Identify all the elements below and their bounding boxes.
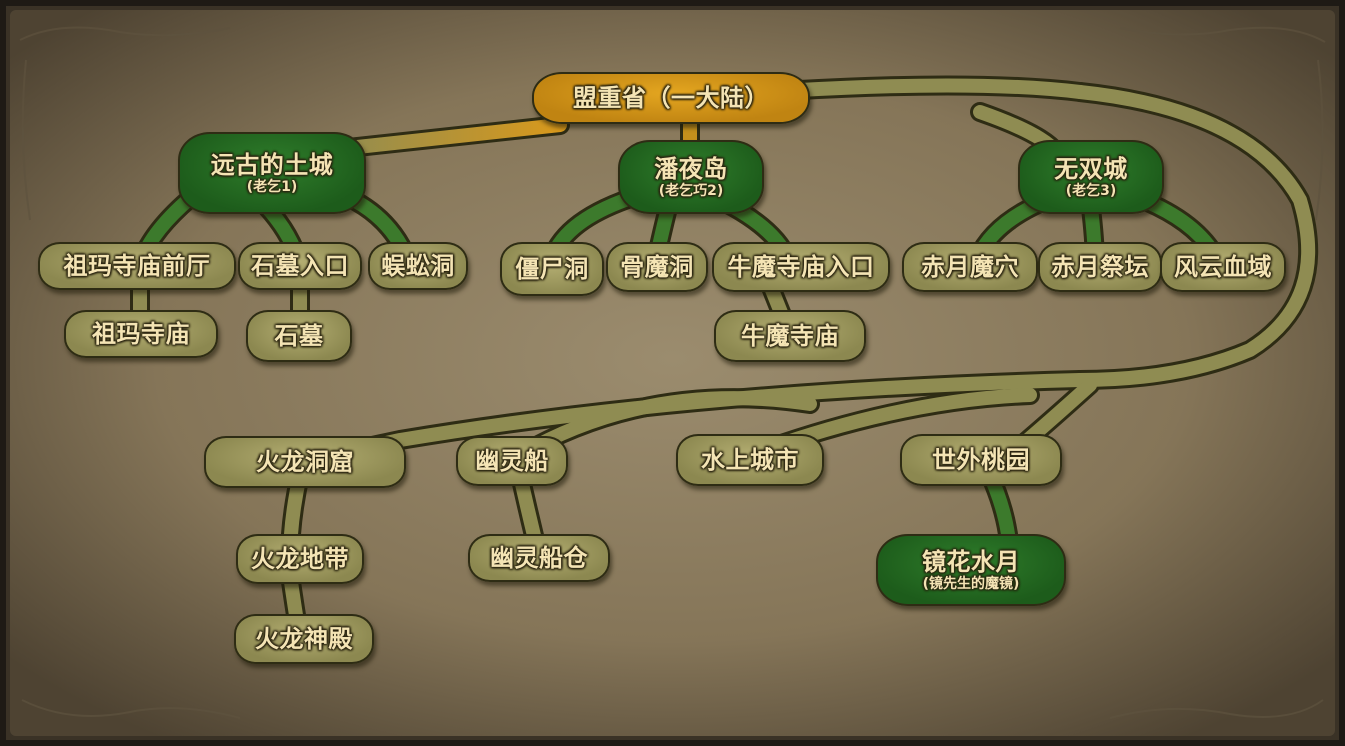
- node-chiyue-altar[interactable]: 赤月祭坛: [1038, 242, 1162, 292]
- node-zuma-hall[interactable]: 祖玛寺庙前厅: [38, 242, 236, 290]
- node-wushuang[interactable]: 无双城 (老乞3): [1018, 140, 1164, 214]
- node-zuma[interactable]: 祖玛寺庙: [64, 310, 218, 358]
- node-title: 石墓: [274, 322, 324, 350]
- node-subtitle: (老乞1): [246, 179, 298, 195]
- node-mengzhong[interactable]: 盟重省（一大陆）: [532, 72, 810, 124]
- node-title: 火龙地带: [251, 545, 349, 573]
- node-title: 牛魔寺庙: [741, 322, 839, 350]
- node-title: 骨魔洞: [620, 253, 694, 281]
- node-niumo-gate[interactable]: 牛魔寺庙入口: [712, 242, 890, 292]
- node-ghost-ship[interactable]: 幽灵船: [456, 436, 568, 486]
- node-title: 水上城市: [701, 446, 799, 474]
- node-bone[interactable]: 骨魔洞: [606, 242, 708, 292]
- node-subtitle: (老乞巧2): [658, 183, 724, 199]
- node-huolong-cave[interactable]: 火龙洞窟: [204, 436, 406, 488]
- node-title: 幽灵船: [475, 447, 549, 475]
- node-title: 赤月魔穴: [921, 253, 1019, 281]
- node-ghost-hold[interactable]: 幽灵船仓: [468, 534, 610, 582]
- node-title: 赤月祭坛: [1051, 253, 1149, 281]
- node-tucheng[interactable]: 远古的土城 (老乞1): [178, 132, 366, 214]
- node-taoyuan[interactable]: 世外桃园: [900, 434, 1062, 486]
- node-title: 镜花水月: [922, 548, 1020, 576]
- corner-ornaments: [19, 26, 1326, 719]
- node-title: 世外桃园: [932, 446, 1030, 474]
- node-chiyue-cave[interactable]: 赤月魔穴: [902, 242, 1038, 292]
- node-title: 蜈蚣洞: [381, 252, 455, 280]
- node-panye[interactable]: 潘夜岛 (老乞巧2): [618, 140, 764, 214]
- node-title: 僵尸洞: [515, 255, 589, 283]
- node-zombie[interactable]: 僵尸洞: [500, 242, 604, 296]
- node-title: 祖玛寺庙前厅: [63, 252, 211, 280]
- node-title: 火龙神殿: [255, 625, 353, 653]
- node-title: 潘夜岛: [654, 155, 728, 183]
- node-title: 火龙洞窟: [256, 448, 354, 476]
- node-huolong-zone[interactable]: 火龙地带: [236, 534, 364, 584]
- node-title: 幽灵船仓: [490, 544, 588, 572]
- node-title: 无双城: [1054, 155, 1128, 183]
- node-title: 风云血域: [1174, 253, 1272, 281]
- node-water-city[interactable]: 水上城市: [676, 434, 824, 486]
- node-subtitle: (老乞3): [1065, 183, 1117, 199]
- node-title: 祖玛寺庙: [92, 320, 190, 348]
- node-huolong-temple[interactable]: 火龙神殿: [234, 614, 374, 664]
- node-shimu[interactable]: 石墓: [246, 310, 352, 362]
- node-mirror[interactable]: 镜花水月 (镜先生的魔镜): [876, 534, 1066, 606]
- node-title: 牛魔寺庙入口: [727, 253, 875, 281]
- node-centipede[interactable]: 蜈蚣洞: [368, 242, 468, 290]
- node-title: 石墓入口: [251, 252, 349, 280]
- node-niumo[interactable]: 牛魔寺庙: [714, 310, 866, 362]
- node-subtitle: (镜先生的魔镜): [922, 576, 1020, 592]
- node-shimu-gate[interactable]: 石墓入口: [238, 242, 362, 290]
- node-title: 远古的土城: [210, 151, 334, 179]
- node-fengyun[interactable]: 风云血域: [1160, 242, 1286, 292]
- node-title: 盟重省（一大陆）: [573, 84, 769, 112]
